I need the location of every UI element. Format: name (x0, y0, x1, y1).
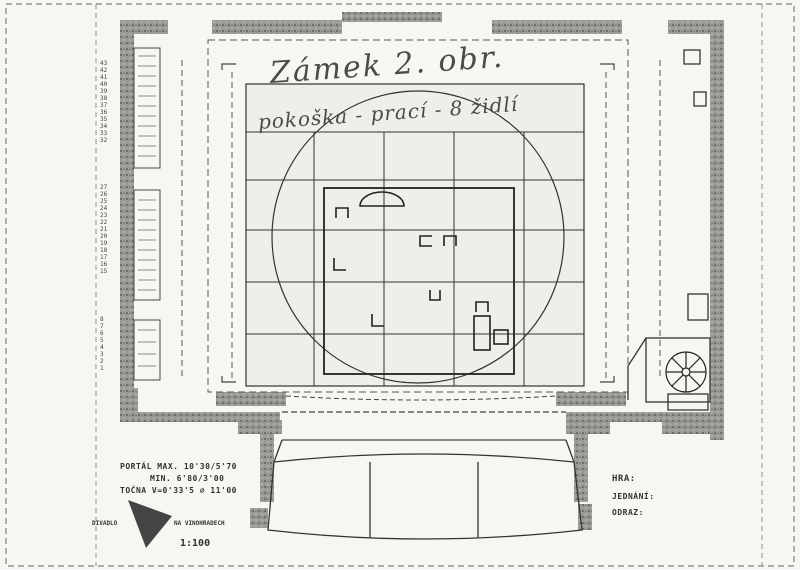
cabinet-icon (473, 315, 491, 351)
revolving-stage-circle (271, 90, 565, 384)
spiral-staircase-icon (665, 351, 707, 393)
chair-icon (475, 301, 489, 312)
scale-label: 1:100 (180, 538, 211, 549)
proscenium (282, 395, 566, 441)
chair-icon (419, 235, 432, 247)
chair-icon (371, 314, 384, 327)
table-icon (359, 191, 405, 207)
box-icon (493, 329, 509, 345)
chair-icon (443, 235, 457, 246)
theatre-logo-icon (128, 500, 172, 548)
portal-min-note: MIN. 6'80/3'00 (150, 474, 225, 483)
studio-name-left: DIVADLO (92, 520, 118, 527)
wing-dashes (181, 60, 661, 380)
jednani-label: JEDNÁNÍ: (612, 492, 655, 501)
stage-grid (245, 83, 585, 387)
chair-icon (335, 207, 349, 218)
left-lighting-bars (133, 47, 161, 381)
corner-marks (221, 63, 615, 383)
stage-dashed-border (207, 39, 629, 393)
tocna-note: TOČNA V=0'33'5 ⌀ 11'00 (120, 486, 237, 495)
forestage (267, 439, 583, 540)
set-furniture (333, 191, 509, 351)
portal-max-note: PORTÁL MAX. 10'30/5'70 (120, 462, 237, 471)
sheet-frame (5, 3, 795, 567)
chair-icon (429, 290, 441, 301)
hra-label: HRA: (612, 474, 636, 484)
right-side-details (627, 49, 711, 411)
studio-name-right: NA VINOHRADECH (174, 520, 225, 527)
walls (120, 12, 724, 530)
odraz-label: ODRAZ: (612, 508, 644, 517)
chair-icon (333, 258, 346, 271)
set-platform (323, 187, 515, 375)
